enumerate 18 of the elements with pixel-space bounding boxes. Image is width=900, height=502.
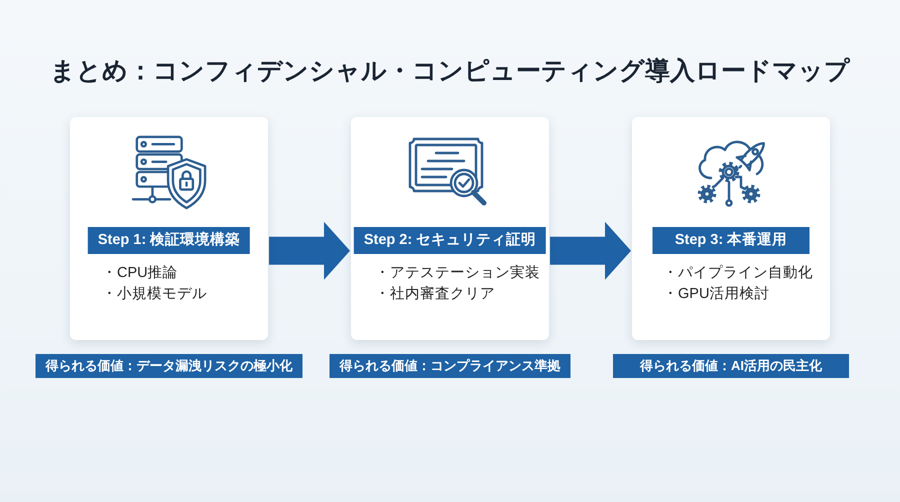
list-item: ・アテステーション実装 — [375, 264, 540, 283]
step-heading: Step 1: 検証環境構築 — [88, 227, 250, 254]
list-item: ・社内審査クリア — [375, 284, 496, 304]
arrow — [269, 222, 350, 280]
step-card — [632, 117, 830, 340]
step-heading: Step 3: 本番運用 — [652, 227, 810, 254]
step-card — [351, 117, 549, 340]
list-item: ・パイプライン自動化 — [663, 264, 813, 283]
list-item: ・GPU活用検討 — [663, 285, 770, 304]
list-item: ・CPU推論 — [102, 264, 179, 283]
step-heading: Step 2: セキュリティ証明 — [354, 227, 546, 254]
step-card — [70, 117, 268, 340]
value-banner: 得られる価値：コンプライアンス準拠 — [330, 354, 570, 378]
title: まとめ：コンフィデンシャル・コンピューティング導入ロードマップ — [50, 56, 850, 87]
value-banner: 得られる価値：AI活用の民主化 — [613, 354, 849, 378]
arrow — [550, 222, 631, 280]
list-item: ・小規模モデル — [102, 285, 207, 304]
value-banner: 得られる価値：データ漏洩リスクの極小化 — [36, 354, 302, 378]
